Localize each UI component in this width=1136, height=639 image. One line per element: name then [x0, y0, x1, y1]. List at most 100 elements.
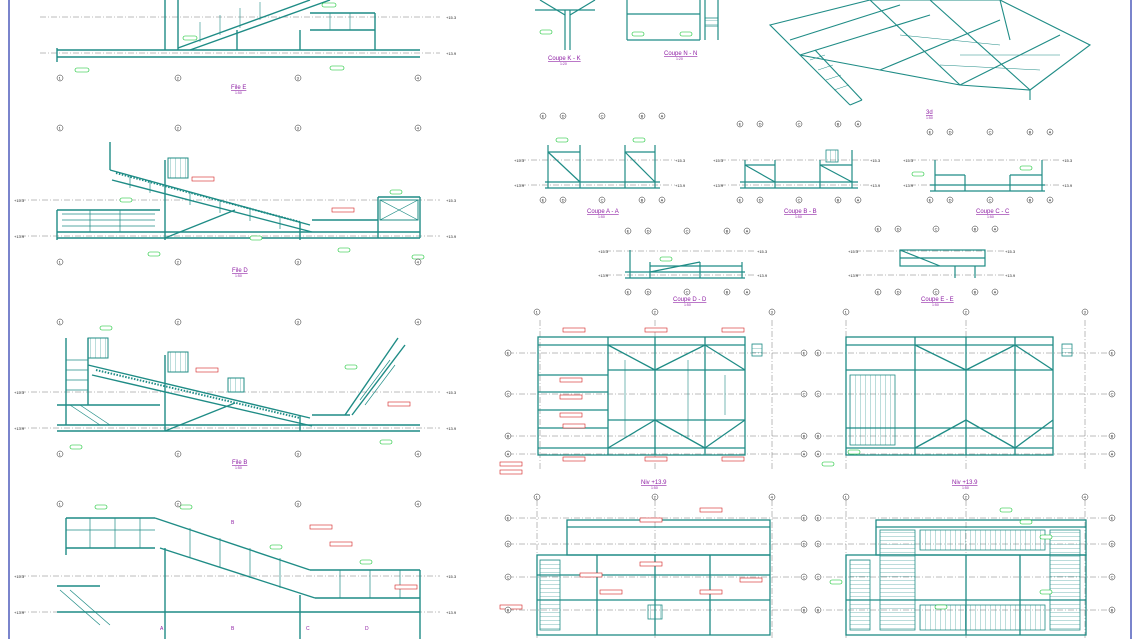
bottom-grid-2: 2: [177, 502, 180, 507]
file-d-elev-upper: +15.3: [14, 198, 25, 203]
coupe-ee-grid-c-bot: C: [935, 290, 938, 295]
coupe-cc-elev-lower: +13.9: [903, 183, 914, 188]
coupe-bb-grid-b-bot: B: [837, 198, 840, 203]
coupe-ee-grid-b-bot: B: [974, 290, 977, 295]
coupe-aa-grid-c: C: [601, 114, 604, 119]
plan2-grid-b: B: [817, 434, 820, 439]
file-b-title: File B: [232, 460, 247, 466]
file-e-title: File E: [231, 85, 246, 91]
coupe-bb-grid-d-bot: D: [759, 198, 762, 203]
coupe-ee-grid-e: E: [877, 227, 880, 232]
plan1-grid-e: E: [507, 351, 510, 356]
coupe-cc-grid-d-bot: D: [949, 198, 952, 203]
bottom-grid-1: 1: [59, 502, 62, 507]
plan3-grid-1: 1: [536, 495, 539, 500]
grid-bubble-2: 2: [177, 76, 180, 81]
file-d-grid-2-top: 2: [177, 126, 180, 131]
file-b-elevation: +15.3 +13.9 +15.3 +13.9 1 2 3 4 1 2 3 4 …: [14, 318, 457, 470]
plan-bottom-4: 1 2 4 E D C B E D C B: [814, 493, 1116, 639]
coupe-dd-elev-upper-r: +15.3: [757, 249, 768, 254]
plan2-grid-c: C: [817, 392, 820, 397]
plan1-grid-a: A: [507, 452, 510, 457]
sheet-border: [8, 0, 1132, 639]
plan3-grid-c: C: [507, 575, 510, 580]
coupe-ee-grid-b: B: [974, 227, 977, 232]
coupe-e-e: +15.3 +13.9 +15.3 +13.9 E D C B A E D C …: [848, 225, 1016, 307]
coupe-b-b: +15.3 +13.9 +15.3 +13.9 E D C B A E D C …: [713, 120, 881, 219]
file-e-elev-lower: +13.9: [446, 51, 457, 56]
coupe-dd-grid-c: C: [686, 229, 689, 234]
coupe-aa-elev-upper: +15.3: [514, 158, 525, 163]
coupe-ee-grid-d-bot: D: [897, 290, 900, 295]
coupe-dd-scale: 1:50: [684, 303, 691, 307]
coupe-cc-grid-b: B: [1029, 130, 1032, 135]
coupe-aa-grid-b-bot: B: [641, 198, 644, 203]
file-b-elev-lower: +13.9: [14, 426, 25, 431]
coupe-cc-grid-e-bot: E: [929, 198, 932, 203]
file-b-grid-1-bot: 1: [59, 452, 62, 457]
bottom-elev-lower: +13.9: [14, 610, 25, 615]
file-b-elev-lower-r: +13.9: [446, 426, 457, 431]
coupe-nn-title: Coupe N - N: [664, 51, 697, 57]
file-d-grid-2-bot: 2: [177, 260, 180, 265]
section-mark-b-top: B: [231, 520, 235, 526]
plan2-grid-1: 1: [845, 310, 848, 315]
coupe-aa-scale: 1:50: [598, 215, 605, 219]
section-mark-d: D: [365, 626, 369, 632]
plan-niv-1: 1 2 3 E C B A E C B A Niv +13.9 1:50: [499, 308, 808, 490]
file-b-elev-upper: +15.3: [14, 390, 25, 395]
coupe-aa-grid-c-bot: C: [601, 198, 604, 203]
file-b-grid-1-top: 1: [59, 320, 62, 325]
coupe-ee-grid-d: D: [897, 227, 900, 232]
coupe-kk-title: Coupe K - K: [548, 56, 581, 62]
coupe-aa-grid-d: D: [562, 114, 565, 119]
plan2-grid-2: 2: [965, 310, 968, 315]
plan4-grid-c-r: C: [1111, 575, 1114, 580]
section-mark-c: C: [306, 626, 310, 632]
coupe-ee-grid-a: A: [994, 227, 997, 232]
coupe-bb-title: Coupe B - B: [784, 209, 817, 215]
plan3-grid-c-r: C: [803, 575, 806, 580]
plan4-grid-b: B: [817, 608, 820, 613]
plan1-grid-c: C: [507, 392, 510, 397]
file-b-scale: 1:50: [235, 466, 242, 470]
file-d-elevation: +15.3 +13.9 +15.3 +13.9 1 2 3 4 1 2 3 4 …: [14, 124, 457, 278]
coupe-a-a: +15.3 +13.9 +15.3 +13.9 E D C B A E D C …: [514, 112, 686, 219]
coupe-nn-scale: 1:20: [676, 57, 683, 61]
grid-bubble-3: 3: [297, 76, 300, 81]
plan4-grid-e-r: E: [1111, 516, 1114, 521]
coupe-aa-title: Coupe A - A: [587, 209, 619, 215]
bottom-grid-3: 3: [297, 502, 300, 507]
coupe-dd-grid-d: D: [647, 229, 650, 234]
file-b-grid-2-top: 2: [177, 320, 180, 325]
bottom-elev-upper-r: +15.3: [446, 574, 457, 579]
plan2-grid-b-r: B: [1111, 434, 1114, 439]
coupe-bb-grid-b: B: [837, 122, 840, 127]
plan3-grid-4: 4: [771, 495, 774, 500]
coupe-bb-grid-d: D: [759, 122, 762, 127]
coupe-kk-scale: 1:20: [560, 62, 567, 66]
file-d-elev-upper-r: +15.3: [446, 198, 457, 203]
plan3-grid-2: 2: [654, 495, 657, 500]
plan3-grid-e-r: E: [803, 516, 806, 521]
file-e-elev-upper: +15.3: [446, 15, 457, 20]
coupe-bb-elev-upper: +15.3: [713, 158, 724, 163]
grid-bubble-4: 4: [417, 76, 420, 81]
plan3-grid-b-r: B: [803, 608, 806, 613]
bottom-elev-lower-r: +13.9: [446, 610, 457, 615]
coupe-bb-grid-a-bot: A: [857, 198, 860, 203]
file-d-grid-3-bot: 3: [297, 260, 300, 265]
coupe-bb-grid-c-bot: C: [798, 198, 801, 203]
coupe-cc-grid-b-bot: B: [1029, 198, 1032, 203]
coupe-aa-grid-a-bot: A: [661, 198, 664, 203]
coupe-aa-elev-upper-r: +15.3: [675, 158, 686, 163]
plan1-scale: 1:50: [651, 486, 658, 490]
bottom-left-elevation: +15.3 +13.9 +15.3 +13.9 B A B C D 1 2 3 …: [14, 500, 457, 639]
coupe-bb-grid-a: A: [857, 122, 860, 127]
coupe-cc-grid-a-bot: A: [1049, 198, 1052, 203]
plan-bottom-3: 1 2 4 E D C B E D C B: [499, 493, 808, 639]
plan2-scale: 1:50: [962, 486, 969, 490]
grid-bubble-1: 1: [59, 76, 62, 81]
coupe-ee-grid-e-bot: E: [877, 290, 880, 295]
